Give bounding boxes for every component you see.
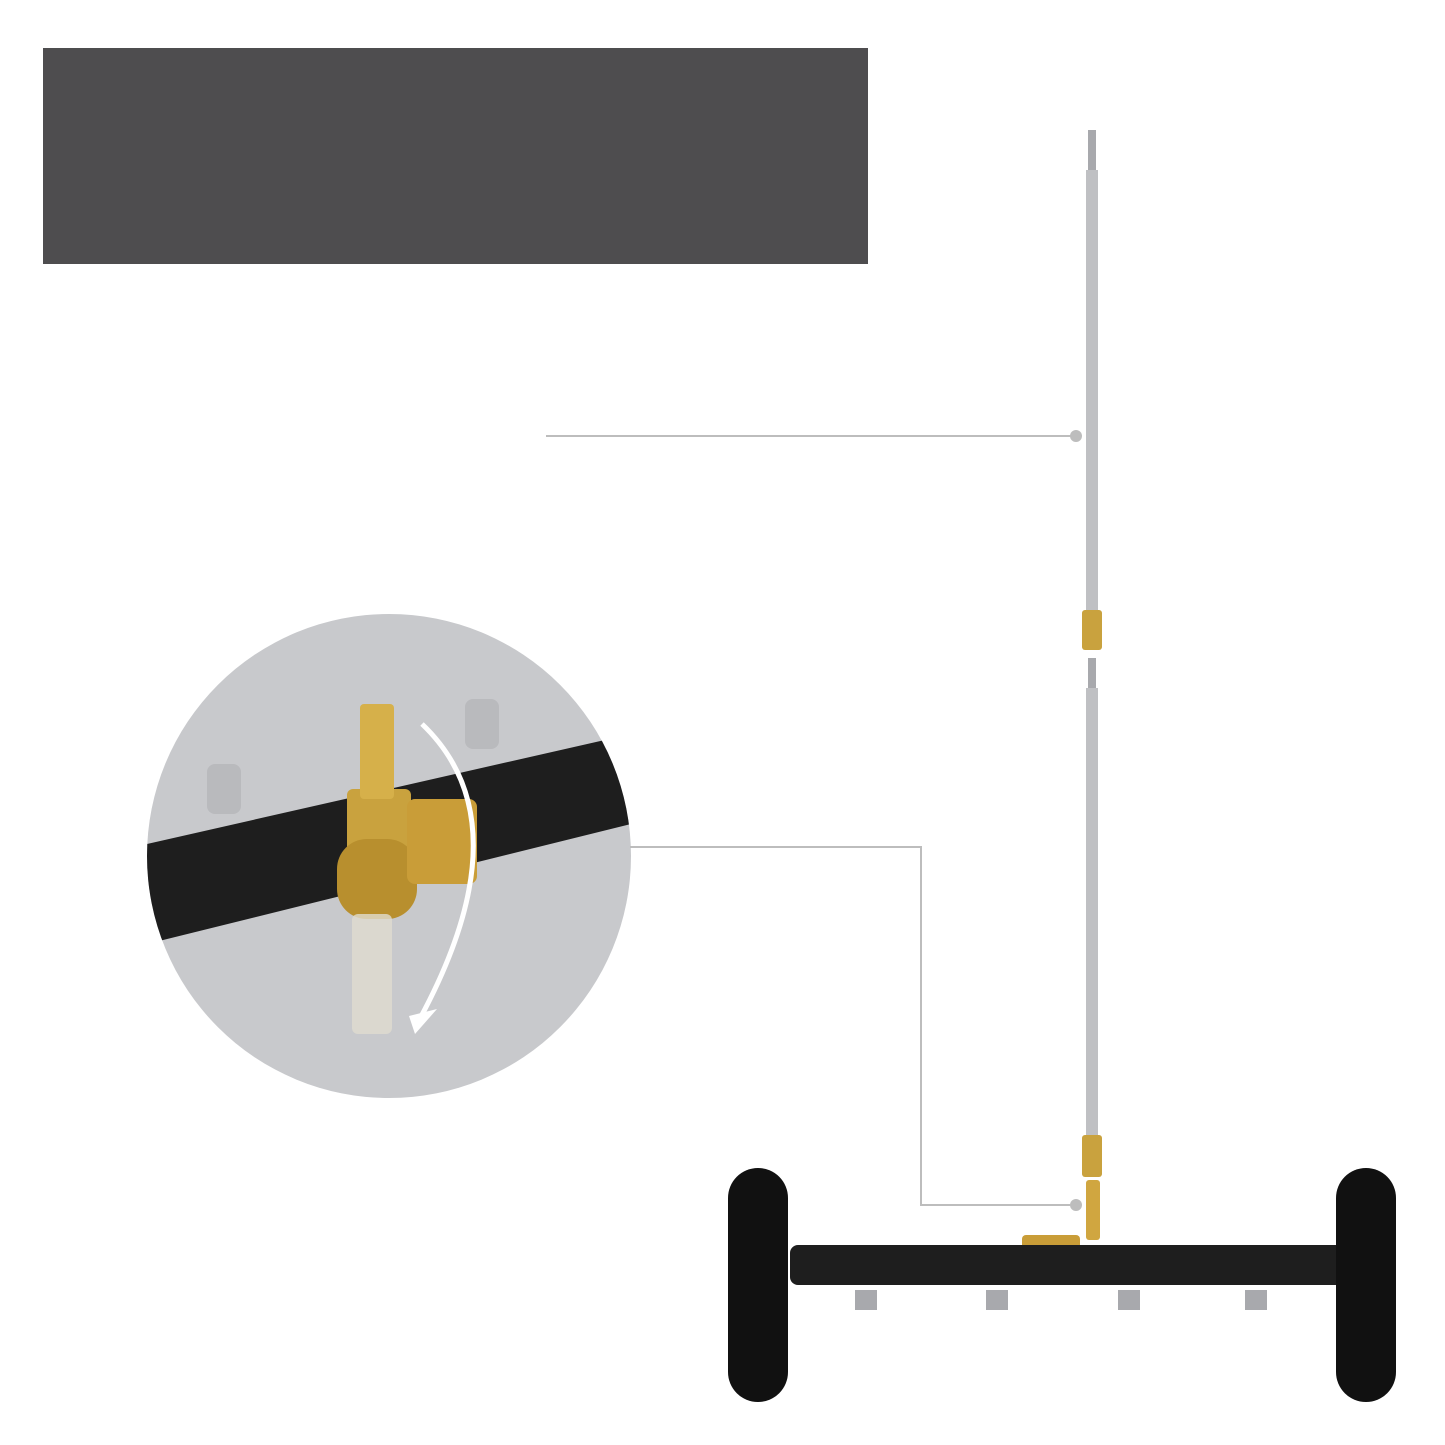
angle-detail-circle — [147, 614, 631, 1098]
angle-callout-line-h1 — [630, 846, 921, 848]
wand-callout-dot — [1070, 430, 1082, 442]
coupler-detail-illustration — [147, 699, 631, 1034]
angle-callout-dot — [1070, 1199, 1082, 1211]
wand-callout-line — [546, 435, 1074, 437]
title-banner — [43, 48, 868, 264]
angle-callout-line-v — [920, 846, 922, 1205]
angle-callout-line-h2 — [920, 1204, 1070, 1206]
